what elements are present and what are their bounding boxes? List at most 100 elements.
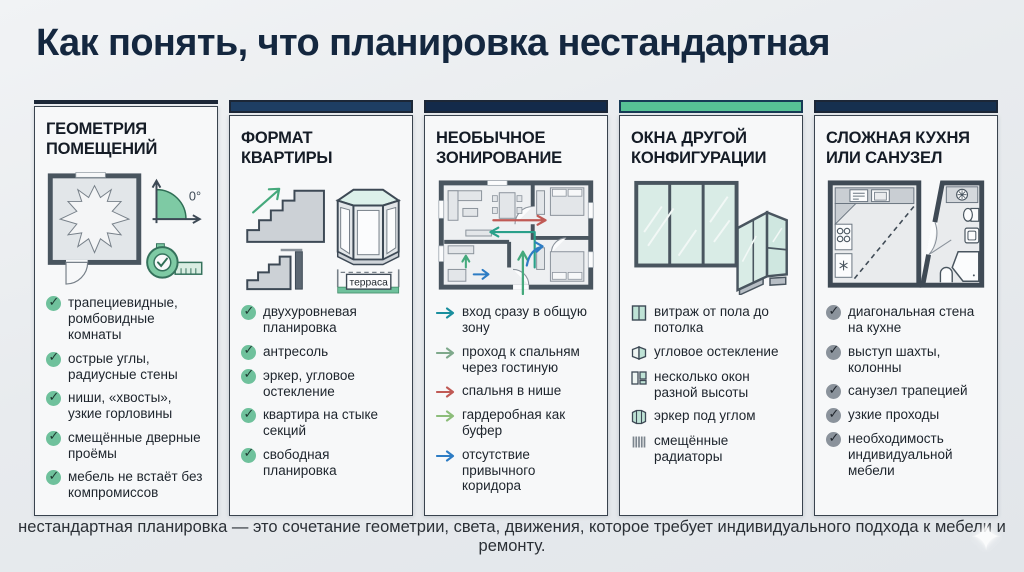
list-item: вход сразу в общую зону [436, 304, 596, 336]
list-item: санузел трапецией [826, 382, 986, 400]
footer-caption: нестандартная планировка — это сочетание… [18, 518, 1006, 555]
list-item: проход к спальням через гостиную [436, 344, 596, 376]
list-item: квартира на стыке секций [241, 406, 401, 439]
check-icon [46, 349, 61, 367]
svg-text:терраса: терраса [349, 278, 388, 289]
list-item-text: трапециевидные, ромбовидные комнаты [68, 295, 178, 342]
list-item: трапециевидные, ромбовидные комнаты [46, 294, 206, 342]
card-geometry: ГЕОМЕТРИЯ ПОМЕЩЕНИЙ 0° [34, 100, 218, 516]
arrow-right-icon [436, 347, 455, 359]
zigzag-room-plan-icon [47, 172, 142, 286]
list-item-text: угловое остекление [654, 343, 779, 359]
full-height-window-icon [631, 305, 647, 321]
kitchen-bathroom-illustration [826, 177, 986, 295]
tape-measure-icon [146, 243, 203, 280]
list-item-text: эркер под углом [654, 408, 756, 424]
list-item: смещённые дверные проёмы [46, 428, 206, 462]
list-item: выступ шахты, колонны [826, 342, 986, 376]
list-item: двухуровневая планировка [241, 303, 401, 336]
list-item-text: выступ шахты, колонны [848, 343, 941, 375]
list-item: спальня в нише [436, 383, 596, 399]
list-item-text: вход сразу в общую зону [462, 304, 588, 336]
list-item-text: необходимость индивидуальной мебели [848, 431, 953, 478]
arrow-right-icon [436, 307, 455, 319]
check-icon [46, 294, 61, 312]
mezzanine-stairs-icon [246, 249, 303, 291]
list-item-text: отсутствие привычного коридора [462, 446, 536, 494]
list-item: отсутствие привычного коридора [436, 447, 596, 494]
check-icon [46, 428, 61, 446]
check-icon [46, 468, 61, 486]
bay-window-3d-icon [335, 189, 401, 266]
columns-row: ГЕОМЕТРИЯ ПОМЕЩЕНИЙ 0° [34, 100, 998, 516]
card-accent-bar [229, 100, 413, 113]
panoramic-window-icon [634, 181, 739, 268]
zero-angle-icon: 0° [151, 179, 202, 225]
check-icon [826, 430, 841, 448]
card-title: НЕОБЫЧНОЕ ЗОНИРОВАНИЕ [436, 129, 562, 168]
list-item-text: проход к спальням через гостиную [462, 343, 580, 375]
list-item: острые углы, радиусные стены [46, 349, 206, 383]
list-item: ниши, «хвосты», узкие горловины [46, 389, 206, 422]
list-item-text: квартира на стыке секций [263, 407, 379, 439]
check-icon [241, 303, 256, 321]
check-icon [241, 366, 256, 384]
list-item-text: санузел трапецией [848, 383, 968, 399]
bathroom-plan-icon [919, 180, 985, 288]
list-item-text: витраж от пола до потолка [654, 304, 769, 336]
list-item: антресоль [241, 342, 401, 360]
list-item: смещённые радиаторы [631, 433, 791, 465]
check-icon [241, 342, 256, 360]
list-item-text: двухуровневая планировка [263, 304, 357, 336]
list-item: угловое остекление [631, 344, 791, 361]
page-title: Как понять, что планировка нестандартная [36, 22, 831, 64]
check-icon [241, 406, 256, 424]
arrow-right-icon [436, 410, 455, 422]
card-zoning: НЕОБЫЧНОЕ ЗОНИРОВАНИЕ [424, 100, 608, 516]
card-title: ГЕОМЕТРИЯ ПОМЕЩЕНИЙ [46, 120, 158, 159]
list-item-text: гардеробная как буфер [462, 407, 566, 438]
feature-list: диагональная стена на кухне выступ шахты… [826, 303, 986, 478]
kitchen-plan-icon [827, 180, 922, 288]
feature-list: трапециевидные, ромбовидные комнаты остр… [46, 294, 206, 501]
list-item-text: ниши, «хвосты», узкие горловины [68, 390, 173, 422]
list-item: эркер под углом [631, 408, 791, 425]
card-format: ФОРМАТ КВАРТИРЫ [229, 100, 413, 516]
list-item-text: узкие проходы [848, 407, 940, 423]
list-item-text: несколько окон разной высоты [654, 368, 750, 400]
card-windows: ОКНА ДРУГОЙ КОНФИГУРАЦИИ [619, 100, 803, 516]
list-item: мебель не встаёт без компромиссов [46, 468, 206, 501]
list-item: эркер, угловое остекление [241, 366, 401, 400]
feature-list: витраж от пола до потолка угловое остекл… [631, 304, 791, 465]
radiator-icon [632, 436, 646, 448]
zoning-illustration [436, 177, 596, 296]
check-icon [241, 445, 256, 463]
svg-text:0°: 0° [189, 189, 201, 204]
card-accent-bar [814, 100, 998, 113]
list-item-text: спальня в нише [462, 383, 562, 399]
arrow-right-icon [436, 386, 455, 398]
list-item: свободная планировка [241, 445, 401, 479]
card-title: ФОРМАТ КВАРТИРЫ [241, 129, 333, 168]
card-title: ОКНА ДРУГОЙ КОНФИГУРАЦИИ [631, 129, 767, 168]
bay-window-icon [631, 410, 647, 425]
list-item: витраж от пола до потолка [631, 304, 791, 336]
card-title: СЛОЖНАЯ КУХНЯ ИЛИ САНУЗЕЛ [826, 129, 970, 168]
list-item-text: эркер, угловое остекление [263, 367, 355, 399]
card-accent-bar [34, 100, 218, 105]
check-icon [826, 342, 841, 360]
list-item: несколько окон разной высоты [631, 369, 791, 401]
list-item: узкие проходы [826, 406, 986, 424]
card-kitchen-bathroom: СЛОЖНАЯ КУХНЯ ИЛИ САНУЗЕЛ [814, 100, 998, 516]
list-item-text: смещённые радиаторы [654, 433, 729, 465]
corner-window-icon [736, 210, 788, 296]
windows-illustration [631, 177, 791, 296]
feature-list: вход сразу в общую зону проход к спальня… [436, 304, 596, 494]
feature-list: двухуровневая планировка антресоль эркер… [241, 303, 401, 479]
geometry-illustration: 0° [46, 168, 206, 286]
list-item-text: диагональная стена на кухне [848, 304, 975, 336]
check-icon [826, 303, 841, 321]
list-item-text: смещённые дверные проёмы [68, 429, 201, 461]
multi-height-windows-icon [631, 371, 647, 385]
check-icon [826, 382, 841, 400]
